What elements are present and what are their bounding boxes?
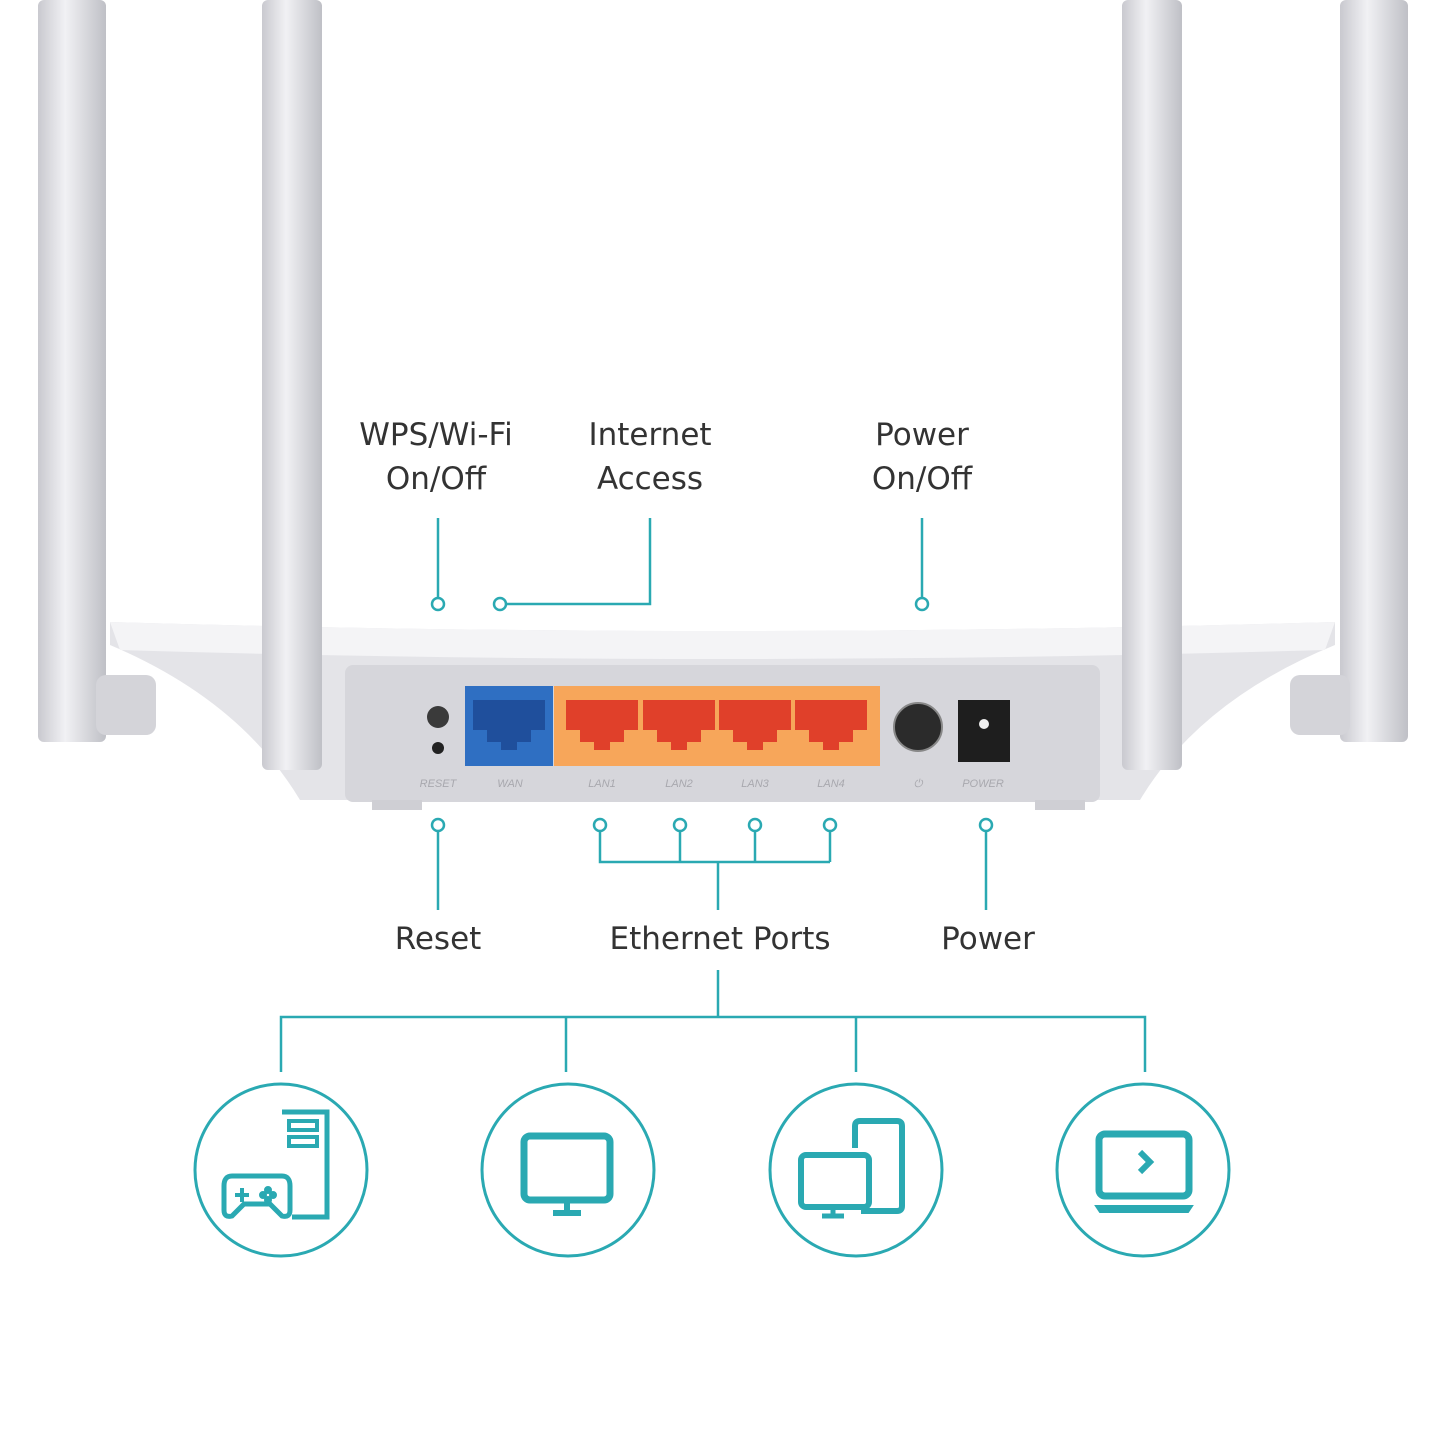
game-console-desktop-icon — [193, 1082, 369, 1258]
router-top — [110, 622, 1335, 659]
lan-port-4[interactable] — [795, 700, 867, 750]
port-label-lan3: LAN3 — [741, 778, 769, 790]
label-line: Internet — [588, 417, 712, 453]
port-label-power: POWER — [962, 778, 1004, 790]
label-line: Power — [875, 417, 969, 453]
callout-lines — [279, 518, 1147, 1072]
lan-port-2[interactable] — [643, 700, 715, 750]
desktop-tablet-icon — [768, 1082, 944, 1258]
power-jack-pin — [979, 719, 989, 729]
label-reset: Reset — [394, 921, 482, 957]
label-line: Access — [596, 461, 704, 497]
label-line: On/Off — [385, 461, 487, 497]
monitor-icon — [480, 1082, 656, 1258]
antenna — [1122, 0, 1182, 770]
foot — [372, 800, 422, 810]
port-label-lan1: LAN1 — [588, 778, 616, 790]
label-line: On/Off — [871, 461, 973, 497]
wan-port[interactable] — [473, 700, 545, 750]
port-label-power-switch: ⏻ — [914, 778, 924, 790]
label-line: WPS/Wi-Fi — [359, 417, 513, 453]
port-label-reset: RESET — [420, 778, 458, 790]
port-label-wan: WAN — [497, 778, 523, 790]
label-ethernet-ports: Ethernet Ports — [609, 921, 831, 957]
port-label-lan2: LAN2 — [665, 778, 693, 790]
antenna — [38, 0, 106, 742]
reset-button[interactable] — [432, 742, 444, 754]
smart-tv-laptop-icon — [1055, 1082, 1231, 1258]
antenna-hinge — [1290, 675, 1350, 735]
lan-port-3[interactable] — [719, 700, 791, 750]
antenna — [1340, 0, 1408, 742]
antenna-hinge — [96, 675, 156, 735]
antennas — [38, 0, 1408, 742]
label-power: Power — [941, 921, 1035, 957]
lan-port-1[interactable] — [566, 700, 638, 750]
power-switch[interactable] — [893, 702, 943, 752]
device-icons — [193, 1082, 1231, 1258]
antenna — [262, 0, 322, 770]
wps-button[interactable] — [427, 706, 449, 728]
foot — [1035, 800, 1085, 810]
power-jack[interactable] — [958, 700, 1010, 762]
port-label-lan4: LAN4 — [817, 778, 845, 790]
router: RESET WAN LAN1 LAN2 LAN3 LAN4 ⏻ POWER — [110, 622, 1335, 810]
